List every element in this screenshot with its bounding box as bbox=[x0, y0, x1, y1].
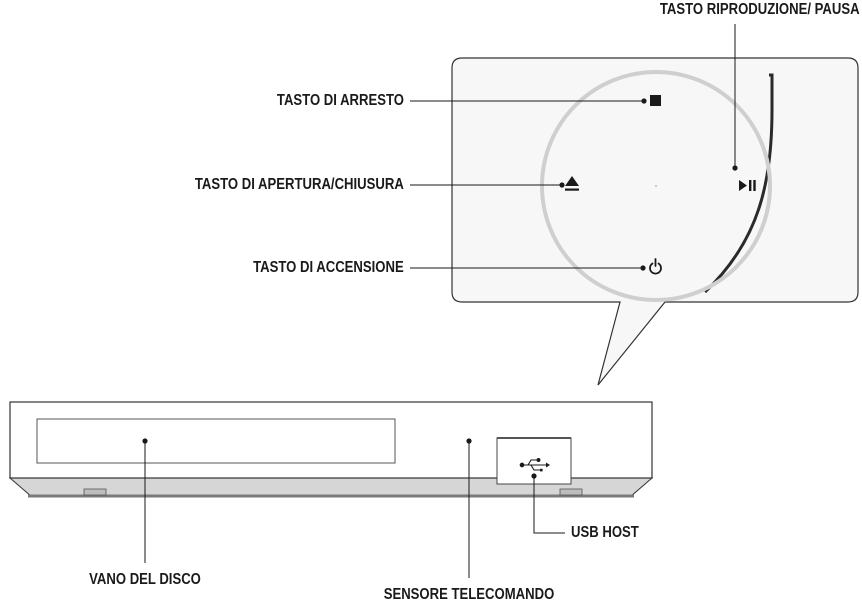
disc-tray-label: VANO DEL DISCO bbox=[89, 571, 201, 588]
play-pause-icon[interactable] bbox=[739, 180, 756, 191]
control-center-dot bbox=[655, 185, 657, 187]
power-leader-dot bbox=[640, 265, 646, 271]
stop-icon[interactable] bbox=[650, 95, 661, 106]
eject-leader-dot bbox=[559, 182, 565, 188]
play-pause-leader-dot bbox=[732, 165, 738, 171]
callout-device-edge bbox=[703, 73, 774, 294]
stop-leader-dot bbox=[641, 98, 647, 104]
disc-tray[interactable] bbox=[36, 418, 396, 464]
callout-bubble bbox=[451, 57, 859, 386]
eject-icon[interactable] bbox=[565, 176, 579, 191]
device-foot-right bbox=[559, 488, 583, 496]
play-pause-label: TASTO RIPRODUZIONE/ PAUSA bbox=[660, 1, 860, 18]
usb-leader-line bbox=[531, 473, 565, 534]
device-foot-left bbox=[83, 488, 107, 496]
remote-sensor-label: SENSORE TELECOMANDO bbox=[383, 586, 555, 603]
control-ring bbox=[540, 70, 772, 302]
usb-icon bbox=[519, 458, 550, 472]
power-icon[interactable] bbox=[649, 258, 662, 275]
open-close-label: TASTO DI APERTURA/CHIUSURA bbox=[195, 176, 404, 193]
power-label: TASTO DI ACCENSIONE bbox=[253, 259, 404, 276]
stop-label: TASTO DI ARRESTO bbox=[276, 92, 404, 109]
usb-host-label: USB HOST bbox=[571, 524, 639, 541]
